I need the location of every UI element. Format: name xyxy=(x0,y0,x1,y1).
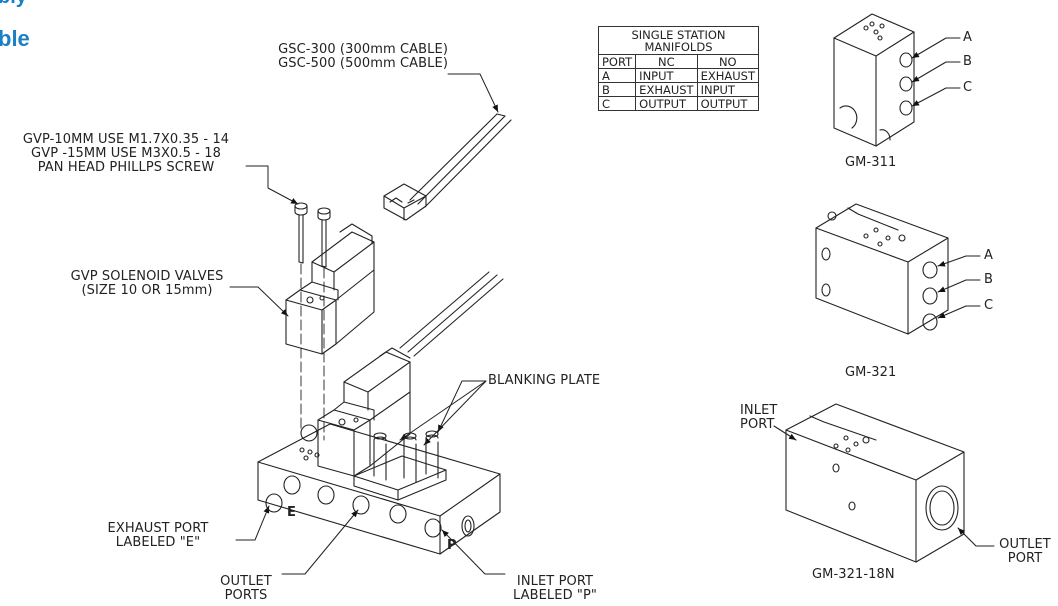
table-row: B EXHAUST INPUT xyxy=(597,82,759,97)
header-title-line-1: bly xyxy=(0,0,27,9)
gm-321-block xyxy=(815,203,981,335)
gm-311-port-a: A xyxy=(963,30,972,45)
connector-upper xyxy=(383,183,427,221)
block-letter-p: P xyxy=(447,538,457,553)
table-cell: EXHAUST xyxy=(696,68,759,83)
gm-311-block xyxy=(833,13,961,147)
screw-callout-line-2: GVP -15MM USE M3X0.5 - 18 xyxy=(31,146,221,161)
gm-321-18n-model-label: GM-321-18N xyxy=(812,567,895,582)
table-cell: EXHAUST xyxy=(635,82,698,97)
inlet-port-callout-line-2: PORT xyxy=(740,417,775,432)
outlet-port-callout-line-2: PORT xyxy=(1007,551,1043,566)
table-title-line-1: SINGLE STATION xyxy=(631,28,726,42)
blanking-plate xyxy=(353,430,447,501)
gm-321-18n-block xyxy=(773,403,995,563)
cable-callout-line-2: GSC-500 (500mm CABLE) xyxy=(278,56,448,71)
table-cell: OUTPUT xyxy=(635,96,698,111)
table-cell: INPUT xyxy=(635,68,698,83)
screws xyxy=(294,202,331,268)
valve-callout-line-2: (SIZE 10 OR 15mm) xyxy=(81,283,213,298)
table-cell: OUTPUT xyxy=(696,96,759,111)
gm-321-port-a: A xyxy=(984,248,993,263)
block-letter-e: E xyxy=(287,505,296,520)
inlet-callout-line-1: INLET PORT xyxy=(516,574,594,589)
exhaust-callout-line-1: EXHAUST PORT xyxy=(107,521,209,536)
gm-321-port-b: B xyxy=(984,272,994,287)
outlet-port-callout-line-1: OUTLET xyxy=(999,537,1051,552)
inlet-callout-line-2: LABELED "P" xyxy=(512,588,598,603)
port-table: SINGLE STATION MANIFOLDS PORT NC NO A IN… xyxy=(597,26,759,111)
blanking-plate-callout: BLANKING PLATE xyxy=(488,373,601,388)
table-cell: C xyxy=(597,96,637,111)
gm-311-model-label: GM-311 xyxy=(845,155,897,170)
screw-callout-line-1: GVP-10MM USE M1.7X0.35 - 14 xyxy=(22,132,230,147)
table-header-cell: PORT xyxy=(597,54,637,69)
leader-lines xyxy=(229,73,506,575)
table-cell: A xyxy=(597,68,637,83)
gm-311-port-b: B xyxy=(963,54,973,69)
table-title-line-2: MANIFOLDS xyxy=(644,40,713,54)
gm-321-port-c: C xyxy=(984,298,994,313)
table-header-cell: NO xyxy=(696,54,759,69)
table-row: C OUTPUT OUTPUT xyxy=(597,96,759,111)
table-row: A INPUT EXHAUST xyxy=(597,68,759,83)
screw-centerlines xyxy=(300,263,325,441)
header-title-line-2: ble xyxy=(0,26,30,51)
cable-callout-line-1: GSC-300 (300mm CABLE) xyxy=(278,42,448,57)
table-title: SINGLE STATION MANIFOLDS xyxy=(598,26,759,55)
table-cell: B xyxy=(597,82,637,97)
outlet-callout-line-2: PORTS xyxy=(224,588,268,603)
cable-upper xyxy=(409,113,512,208)
solenoid-valve-upper xyxy=(285,223,375,355)
exhaust-callout-line-2: LABELED "E" xyxy=(115,535,201,550)
cable-lower xyxy=(399,271,504,357)
solenoid-valve-lower xyxy=(317,347,411,477)
table-cell: INPUT xyxy=(696,82,759,97)
table-header-row: PORT NC NO xyxy=(597,54,759,69)
valve-callout-line-1: GVP SOLENOID VALVES xyxy=(70,269,224,284)
inlet-port-callout-line-1: INLET xyxy=(740,403,778,418)
gm-321-model-label: GM-321 xyxy=(845,365,897,380)
manifold-block xyxy=(257,423,501,555)
gm-311-port-c: C xyxy=(963,80,973,95)
table-header-cell: NC xyxy=(635,54,698,69)
screw-callout-line-3: PAN HEAD PHILLPS SCREW xyxy=(37,160,215,175)
outlet-callout-line-1: OUTLET xyxy=(220,574,272,589)
